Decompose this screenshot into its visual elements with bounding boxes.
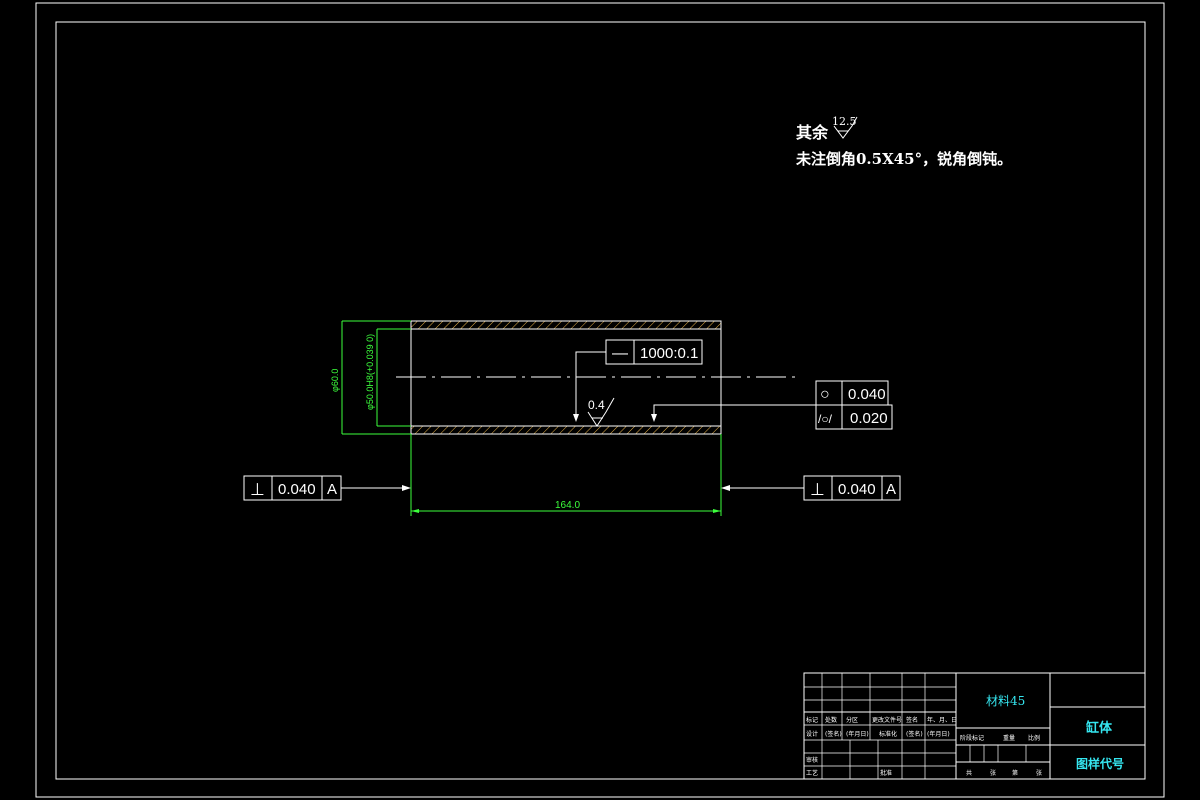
roundness-symbol: ○ (820, 386, 830, 403)
tb-row-label-3: 分区 (846, 716, 858, 724)
tb-row-label-1: 标记 (806, 716, 818, 724)
remaining-label: 其余 (796, 123, 829, 142)
perp-fcf-right: ⊥ 0.040 A (721, 475, 901, 501)
cylindricity-symbol: /○/ (818, 412, 833, 426)
inner-roughness: 0.4 (587, 397, 615, 427)
top-wall (410, 320, 722, 330)
perp-right-symbol: ⊥ (810, 480, 825, 499)
perp-left-symbol: ⊥ (250, 480, 265, 499)
tb-sheet-4: 张 (1036, 769, 1042, 777)
outer-frame (35, 2, 1165, 798)
remaining-roughness: 12.5 (832, 115, 857, 128)
inner-diameter-label: φ50.0H8(+0.039 0) (365, 334, 375, 410)
perp-left-datum: A (327, 481, 337, 498)
perp-left-value: 0.040 (278, 481, 316, 498)
tb-design-5: (签名) (906, 730, 923, 738)
tb-material: 材料45 (986, 694, 1025, 708)
tb-review: 审核 (806, 756, 818, 764)
cylindricity-value: 0.020 (850, 410, 888, 427)
length-dim: 164.0 (410, 434, 722, 516)
perp-right-datum: A (886, 481, 896, 498)
roughness-symbol (833, 116, 858, 139)
tb-stage: 阶段标记 (960, 734, 984, 742)
tb-design-3: (年月日) (846, 730, 869, 738)
tb-row-label-6: 年、月、日 (927, 716, 957, 724)
straightness-value: 1000:0.1 (640, 345, 698, 362)
perp-right-value: 0.040 (838, 481, 876, 498)
tb-sheet-1: 共 (966, 769, 972, 777)
straightness-fcf: — 1000:0.1 (573, 339, 703, 422)
length-label: 164.0 (555, 500, 580, 511)
tb-approve: 批准 (880, 769, 892, 777)
notes: 其余 12.5 未注倒角0.5X45°，锐角倒钝。 (795, 115, 1012, 168)
tb-design-6: (年月日) (927, 730, 950, 738)
tube-section (396, 320, 800, 435)
inner-frame (55, 21, 1146, 780)
perp-fcf-left: ⊥ 0.040 A (243, 475, 411, 501)
straightness-symbol: — (612, 345, 628, 362)
tb-row-label-2: 处数 (825, 716, 837, 724)
chamfer-note: 未注倒角0.5X45°，锐角倒钝。 (795, 150, 1012, 168)
tb-design-2: (签名) (825, 730, 842, 738)
tb-weight: 重量 (1003, 734, 1015, 742)
diameter-dims: φ60.0 φ50.0H8(+0.039 0) (330, 320, 411, 435)
tb-row-label-5: 签名 (906, 716, 918, 724)
tb-part-name: 缸体 (1085, 720, 1113, 736)
tb-drawing-no: 图样代号 (1076, 756, 1124, 771)
tb-sheet-2: 张 (990, 769, 996, 777)
tb-design-4: 标准化 (879, 730, 897, 738)
tb-scale: 比例 (1028, 734, 1040, 742)
form-fcf: ○ 0.040 /○/ 0.020 (651, 380, 893, 430)
tb-design-1: 设计 (806, 730, 818, 738)
tb-process: 工艺 (806, 769, 818, 777)
inner-roughness-value: 0.4 (588, 398, 605, 412)
roundness-value: 0.040 (848, 386, 886, 403)
tb-sheet-3: 第 (1012, 769, 1018, 777)
tb-row-label-4: 更改文件号 (872, 716, 902, 724)
title-block: 标记 处数 分区 更改文件号 签名 年、月、日 设计 (签名) (年月日) 标准… (803, 672, 1146, 780)
bottom-wall (410, 425, 722, 435)
outer-diameter-label: φ60.0 (330, 369, 340, 392)
